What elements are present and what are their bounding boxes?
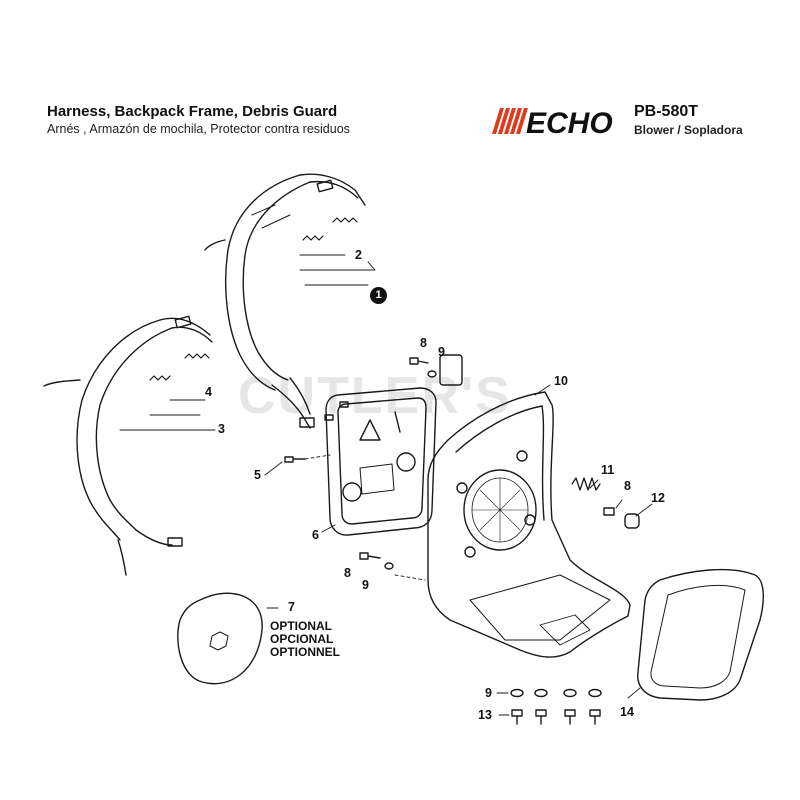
callout-9-bottom: 9 — [485, 686, 492, 700]
callout-6: 6 — [312, 528, 319, 542]
callout-13: 13 — [478, 708, 492, 722]
harness-strap-2 — [43, 315, 213, 576]
callout-11: 11 — [601, 463, 615, 477]
model-description: Blower / Sopladora — [634, 123, 743, 137]
hanger-bracket — [439, 354, 463, 386]
callout-8-top: 8 — [420, 336, 427, 350]
callout-10: 10 — [554, 374, 568, 388]
harness-strap-1 — [204, 173, 366, 429]
callout-9-left: 9 — [362, 578, 369, 592]
callout-12: 12 — [651, 491, 665, 505]
callout-8-right: 8 — [624, 479, 631, 493]
callout-7: 7 — [288, 600, 295, 614]
optional-note: OPTIONAL OPCIONAL OPTIONNEL — [270, 620, 340, 659]
guard-grille — [637, 568, 764, 701]
callout-9-top: 9 — [438, 345, 445, 359]
echo-logo: ECHO — [492, 107, 613, 138]
logo-text: ECHO — [526, 107, 613, 138]
debris-guard — [325, 387, 437, 536]
callout-4: 4 — [205, 385, 212, 399]
screws-5 — [284, 401, 349, 463]
optional-disc — [177, 592, 263, 685]
header: Harness, Backpack Frame, Debris Guard Ar… — [0, 0, 800, 150]
callout-3: 3 — [218, 422, 225, 436]
watermark: CUTLER'S — [238, 367, 512, 425]
fasteners — [359, 357, 640, 581]
logo-stripes — [492, 108, 528, 134]
page-subtitle: Arnés , Armazón de mochila, Protector co… — [47, 122, 350, 136]
model-number: PB-580T — [634, 103, 699, 120]
note-en: OPTIONAL — [270, 619, 332, 633]
callout-8-left: 8 — [344, 566, 351, 580]
page-title: Harness, Backpack Frame, Debris Guard — [47, 103, 338, 120]
note-es: OPCIONAL — [270, 632, 334, 646]
callout-14: 14 — [620, 705, 634, 719]
backpack-frame — [427, 354, 631, 658]
leader-lines-harness — [119, 254, 376, 431]
callout-1: 1 — [370, 287, 387, 304]
note-fr: OPTIONNEL — [270, 645, 341, 659]
callout-2: 2 — [355, 248, 362, 262]
leader-lines-misc — [264, 384, 653, 699]
callout-5: 5 — [254, 468, 261, 482]
bottom-fasteners — [496, 688, 602, 725]
